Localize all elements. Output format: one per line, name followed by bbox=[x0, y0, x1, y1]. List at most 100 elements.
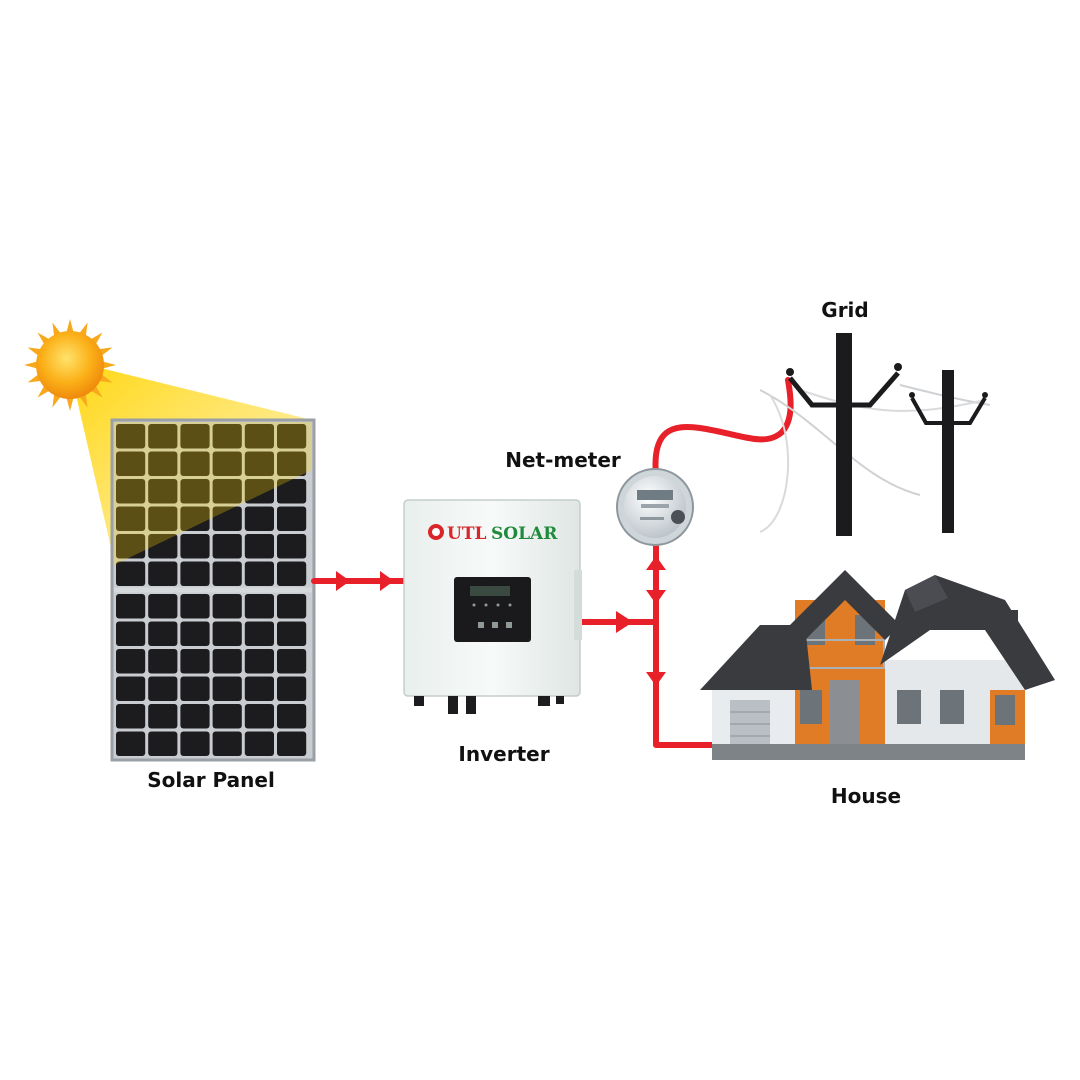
arrow-right-icon bbox=[616, 611, 633, 633]
solar-cell bbox=[212, 594, 242, 619]
solar-cell bbox=[116, 621, 146, 646]
arrow-right-icon bbox=[336, 571, 350, 591]
solar-cell bbox=[116, 506, 146, 531]
solar-panel-label: Solar Panel bbox=[147, 768, 275, 792]
solar-cell bbox=[212, 424, 242, 449]
solar-cell bbox=[244, 594, 274, 619]
solar-cell bbox=[116, 424, 146, 449]
sun-ray bbox=[66, 396, 74, 411]
solar-cell bbox=[212, 676, 242, 701]
solar-cell bbox=[148, 731, 178, 756]
solar-cell bbox=[244, 704, 274, 729]
utility-pole bbox=[836, 333, 852, 536]
solar-cell bbox=[148, 594, 178, 619]
house bbox=[700, 570, 1055, 760]
solar-cell bbox=[212, 649, 242, 674]
solar-cell bbox=[277, 534, 307, 559]
solar-cell bbox=[212, 621, 242, 646]
grid-label: Grid bbox=[821, 298, 869, 322]
solar-cell bbox=[244, 561, 274, 586]
solar-cell bbox=[148, 561, 178, 586]
solar-cell bbox=[277, 451, 307, 476]
solar-cell bbox=[180, 534, 210, 559]
solar-cell bbox=[212, 704, 242, 729]
solar-cell bbox=[277, 731, 307, 756]
solar-cell bbox=[116, 704, 146, 729]
arrow-right-icon bbox=[380, 571, 394, 591]
arrow-down-icon bbox=[646, 672, 666, 686]
solar-cell bbox=[212, 451, 242, 476]
solar-cell bbox=[180, 594, 210, 619]
solar-cell bbox=[180, 649, 210, 674]
solar-cell bbox=[148, 451, 178, 476]
solar-cell bbox=[148, 534, 178, 559]
solar-cell bbox=[180, 506, 210, 531]
solar-cell bbox=[116, 561, 146, 586]
solar-cell bbox=[244, 479, 274, 504]
svg-text:SOLAR: SOLAR bbox=[491, 524, 558, 544]
solar-cell bbox=[244, 621, 274, 646]
solar-cell bbox=[180, 451, 210, 476]
solar-cell bbox=[116, 594, 146, 619]
inverter-label: Inverter bbox=[458, 742, 550, 766]
flow-arrows bbox=[336, 556, 666, 686]
solar-cell bbox=[244, 506, 274, 531]
solar-cell bbox=[116, 649, 146, 674]
inverter: UTL SOLAR bbox=[403, 499, 582, 714]
svg-text:UTL: UTL bbox=[447, 524, 486, 544]
sun-icon bbox=[24, 319, 116, 411]
solar-cell bbox=[277, 676, 307, 701]
solar-cell bbox=[180, 731, 210, 756]
solar-cell bbox=[180, 676, 210, 701]
solar-cell bbox=[148, 704, 178, 729]
solar-cell bbox=[148, 676, 178, 701]
inverter-brand-logo: UTL SOLAR bbox=[428, 524, 558, 544]
solar-cell bbox=[180, 621, 210, 646]
solar-cell bbox=[148, 424, 178, 449]
solar-cell bbox=[244, 424, 274, 449]
utility-pole bbox=[942, 370, 954, 533]
solar-cell bbox=[180, 561, 210, 586]
solar-cell bbox=[244, 731, 274, 756]
solar-cell bbox=[277, 621, 307, 646]
house-label: House bbox=[830, 784, 902, 808]
solar-cell bbox=[116, 731, 146, 756]
net-meter-label: Net-meter bbox=[505, 448, 621, 472]
solar-cell bbox=[116, 451, 146, 476]
solar-cell bbox=[116, 534, 146, 559]
solar-cell bbox=[116, 676, 146, 701]
solar-cell bbox=[212, 506, 242, 531]
solar-cell bbox=[212, 731, 242, 756]
inverter-connectors bbox=[414, 696, 564, 714]
arrow-up-icon bbox=[646, 556, 666, 570]
solar-cell bbox=[148, 649, 178, 674]
solar-cell bbox=[244, 649, 274, 674]
house-roof bbox=[790, 570, 900, 640]
solar-cell bbox=[244, 534, 274, 559]
solar-cell bbox=[180, 424, 210, 449]
solar-cell bbox=[148, 621, 178, 646]
solar-cell bbox=[148, 506, 178, 531]
solar-cell bbox=[277, 704, 307, 729]
net-meter bbox=[616, 468, 694, 546]
solar-cell bbox=[180, 704, 210, 729]
solar-cell bbox=[277, 506, 307, 531]
sun-ray bbox=[24, 361, 39, 369]
solar-cell bbox=[277, 594, 307, 619]
solar-cell bbox=[277, 649, 307, 674]
solar-cell bbox=[277, 424, 307, 449]
solar-cell bbox=[180, 479, 210, 504]
solar-panel bbox=[110, 418, 316, 762]
solar-cell bbox=[277, 479, 307, 504]
sun-ray bbox=[66, 319, 74, 334]
solar-cell bbox=[277, 561, 307, 586]
arrow-down-icon bbox=[646, 590, 666, 604]
solar-cell bbox=[244, 676, 274, 701]
solar-cell bbox=[212, 534, 242, 559]
solar-cell bbox=[148, 479, 178, 504]
solar-cell bbox=[212, 561, 242, 586]
power-grid bbox=[759, 333, 991, 536]
solar-cell bbox=[212, 479, 242, 504]
house-roof bbox=[700, 625, 812, 690]
